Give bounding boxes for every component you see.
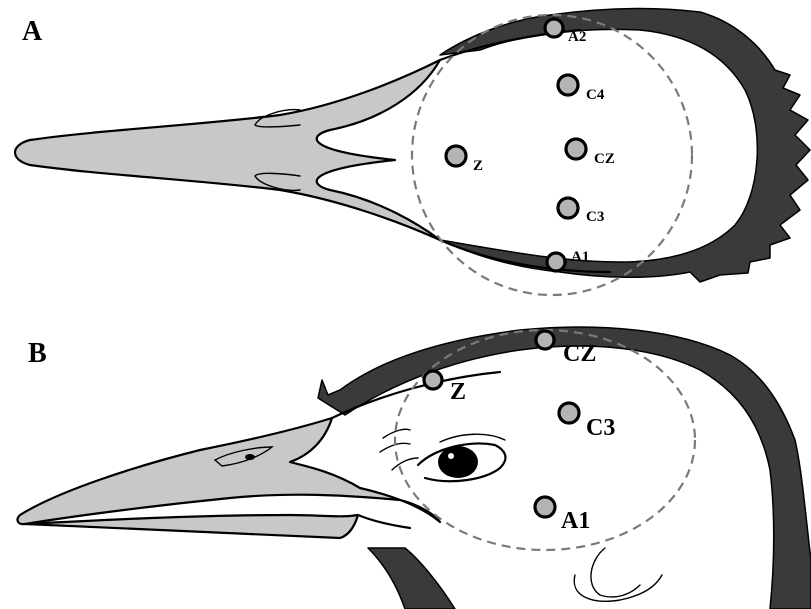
panel-b-electrode-a1 [535,497,555,517]
panel-b-beak-lower [25,515,358,538]
panel-a-electrode-c4 [558,75,578,95]
panel-b-eye-highlight [448,453,454,459]
panel-b-ear-line-1 [591,548,640,597]
panel-b-electrode-z [424,371,442,389]
panel-b-brow-line-3 [392,458,418,470]
panel-b-electrode-a1-label: A1 [561,508,590,534]
panel-b-ear-line-2 [574,575,662,601]
panel-b-electrode-cz-label: CZ [563,341,596,367]
panel-b-beak-upper [18,418,440,524]
panel-b-electrode-c3 [559,403,579,423]
panel-b-electrode-z-label: Z [450,379,466,405]
panel-b-throat-plumage [368,548,455,609]
panel-a-electrode-a1 [547,253,565,271]
panel-a-electrode-z-label: Z [473,158,483,174]
panel-a-electrode-z [446,146,466,166]
panel-a-electrode-c3 [558,198,578,218]
panel-a-electrode-cz-label: CZ [594,151,615,167]
panel-a-electrode-a2-label: A2 [568,29,586,45]
panel-b-electrode-c3-label: C3 [586,415,615,441]
panel-b-label: B [28,338,47,369]
panel-a-electrode-c3-label: C3 [586,209,604,225]
panel-b-electrode-cz [536,331,554,349]
panel-a-electrode-a1-label: A1 [571,249,589,265]
panel-a: A A2 C4 Z CZ C3 A1 [15,8,810,295]
panel-a-electrode-a2 [545,19,563,37]
panel-b-nostril-opening [245,454,255,460]
panel-b: B CZ Z C3 A1 [18,327,811,609]
panel-a-label: A [22,16,43,47]
panel-a-electrode-c4-label: C4 [586,87,605,103]
panel-a-crest-plumage [440,8,810,282]
panel-b-eye-lid [440,434,505,442]
panel-b-eye-pupil [438,446,478,478]
panel-a-electrode-cz [566,139,586,159]
panel-a-beak [15,60,440,240]
